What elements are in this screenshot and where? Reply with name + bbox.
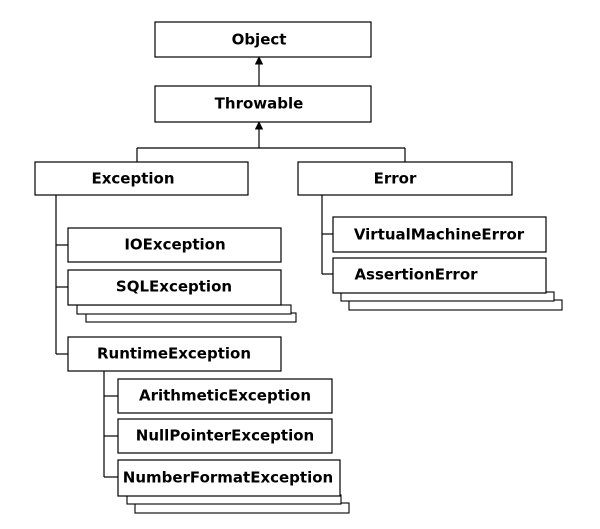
node-error-label: Error — [374, 170, 417, 188]
node-assertionerror-label: AssertionError — [354, 266, 478, 284]
node-throwable-label: Throwable — [215, 95, 304, 113]
node-nullpointerexception-label: NullPointerException — [136, 427, 314, 445]
node-exception: Exception — [34, 161, 249, 196]
node-runtimeexception: RuntimeException — [67, 336, 282, 372]
sqlexception-stack-1 — [76, 304, 292, 315]
node-error: Error — [297, 161, 513, 196]
node-runtimeexception-label: RuntimeException — [97, 345, 251, 363]
node-numberformatexception-label: NumberFormatException — [123, 469, 333, 487]
node-assertionerror: AssertionError — [332, 257, 547, 294]
node-sqlexception: SQLException — [67, 269, 282, 306]
node-object-label: Object — [232, 31, 287, 49]
node-arithmeticexception: ArithmeticException — [117, 378, 333, 414]
stack-indicators — [76, 291, 563, 514]
node-ioexception-label: IOException — [124, 236, 225, 254]
node-arithmeticexception-label: ArithmeticException — [139, 387, 311, 405]
node-ioexception: IOException — [67, 227, 282, 263]
node-numberformatexception: NumberFormatException — [117, 459, 341, 497]
node-exception-label: Exception — [91, 170, 174, 188]
connectors — [55, 56, 406, 478]
node-throwable: Throwable — [154, 85, 372, 123]
node-sqlexception-label: SQLException — [116, 278, 232, 296]
node-nullpointerexception: NullPointerException — [117, 418, 333, 454]
node-object: Object — [154, 21, 372, 58]
node-virtualmachineerror: VirtualMachineError — [332, 216, 547, 253]
node-virtualmachineerror-label: VirtualMachineError — [354, 226, 525, 244]
